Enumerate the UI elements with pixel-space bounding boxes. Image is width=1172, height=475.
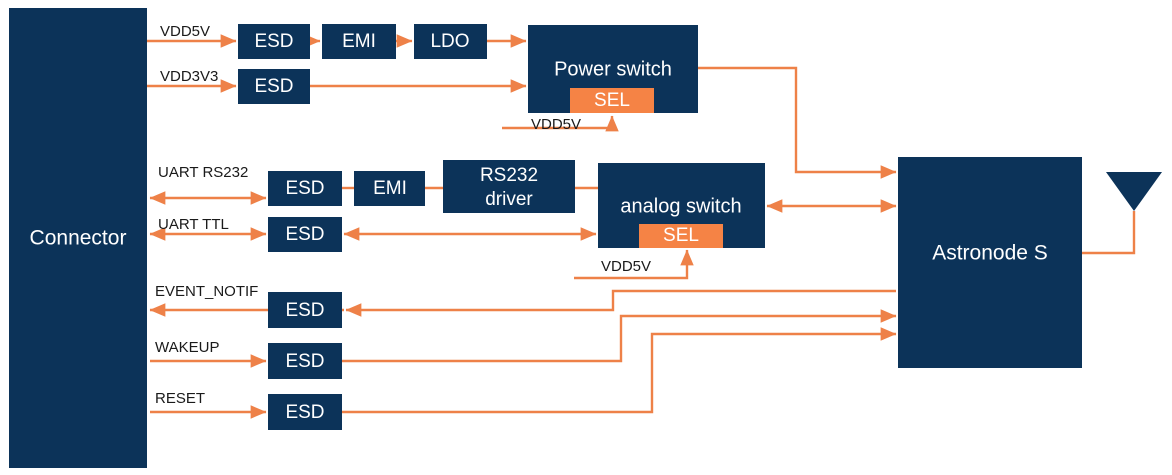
- wire-wakeup-esd-to-astronode: [342, 309, 897, 363]
- label-vdd3v3: VDD3V3: [160, 68, 218, 85]
- analog-switch-label: analog switch: [620, 195, 741, 217]
- block-esd-wakeup[interactable]: ESD: [268, 343, 342, 379]
- label-power-sel-source: VDD5V: [531, 116, 581, 133]
- analog-switch-sel-bar[interactable]: [639, 224, 723, 248]
- label-vdd5v: VDD5V: [160, 23, 210, 40]
- esd-uart-ttl-label: ESD: [285, 224, 324, 245]
- block-emi-uart-rs232[interactable]: EMI: [354, 171, 425, 206]
- esd-uart-rs232-label: ESD: [285, 178, 324, 199]
- block-esd-event-notif[interactable]: ESD: [268, 292, 342, 328]
- block-esd-uart-rs232[interactable]: ESD: [268, 171, 342, 206]
- block-connector[interactable]: Connector: [9, 8, 147, 468]
- rs232-driver-label-line2: driver: [485, 189, 533, 210]
- esd-vdd5v-label: ESD: [254, 31, 293, 52]
- emi-vdd5v-label: EMI: [342, 31, 376, 52]
- wire-vdd5v-to-analog-sel: [574, 249, 694, 280]
- power-switch-label: Power switch: [554, 58, 672, 80]
- wire-astronode-to-antenna: [1082, 211, 1136, 255]
- wire-layer: [147, 34, 1136, 419]
- esd-vdd3v3-label: ESD: [254, 76, 293, 97]
- block-astronode-s[interactable]: Astronode S: [898, 157, 1082, 368]
- block-ldo[interactable]: LDO: [414, 24, 487, 59]
- ldo-label: LDO: [430, 31, 469, 52]
- block-esd-reset[interactable]: ESD: [268, 394, 342, 430]
- esd-event-notif-label: ESD: [285, 300, 324, 321]
- label-analog-sel-source: VDD5V: [601, 258, 651, 275]
- wire-astronode-to-event-notif-esd: [345, 289, 896, 317]
- astronode-label: Astronode S: [932, 242, 1048, 265]
- power-switch-sel-bar[interactable]: [570, 88, 654, 113]
- power-switch-sel-label: SEL: [594, 90, 630, 111]
- esd-reset-label: ESD: [285, 402, 324, 423]
- esd-wakeup-label: ESD: [285, 351, 324, 372]
- label-reset: RESET: [155, 390, 205, 407]
- wire-power-switch-to-astronode: [698, 66, 897, 179]
- block-emi-vdd5v[interactable]: EMI: [322, 24, 396, 59]
- label-uart-rs232: UART RS232: [158, 164, 248, 181]
- block-esd-uart-ttl[interactable]: ESD: [268, 217, 342, 252]
- wire-vdd5v-to-power-sel: [502, 115, 619, 132]
- block-esd-vdd3v3[interactable]: ESD: [238, 69, 310, 104]
- block-power-switch[interactable]: Power switch SEL: [528, 25, 698, 113]
- antenna-icon: [1106, 172, 1162, 211]
- block-rs232-driver[interactable]: RS232 driver: [443, 160, 575, 213]
- wire-reset-esd-to-astronode: [342, 327, 897, 414]
- emi-uart-rs232-label: EMI: [373, 178, 407, 199]
- block-analog-switch[interactable]: analog switch SEL: [598, 163, 765, 248]
- label-uart-ttl: UART TTL: [158, 216, 229, 233]
- label-wakeup: WAKEUP: [155, 339, 219, 356]
- rs232-driver-label-line1: RS232: [480, 165, 538, 186]
- connector-label: Connector: [30, 227, 127, 250]
- label-event-notif: EVENT_NOTIF: [155, 283, 258, 300]
- analog-switch-sel-label: SEL: [663, 225, 699, 246]
- block-esd-vdd5v[interactable]: ESD: [238, 24, 310, 59]
